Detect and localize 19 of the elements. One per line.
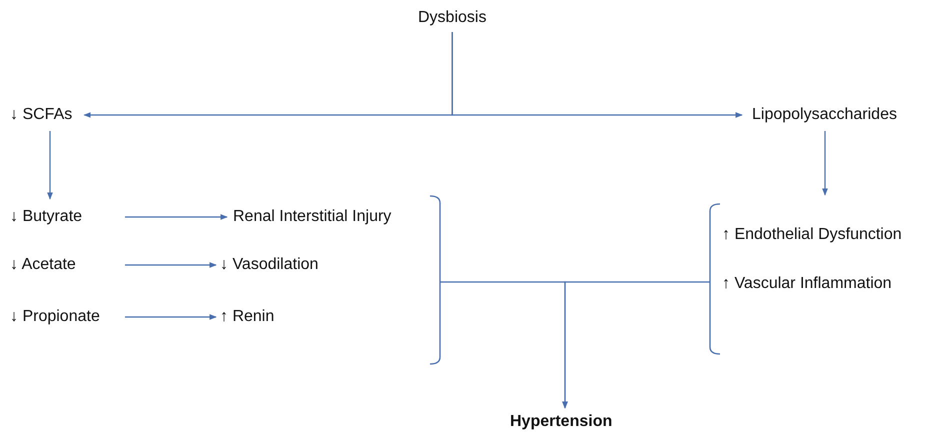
arrow [125,262,217,268]
node-label: ↓ Acetate [10,255,76,275]
node-label: Lipopolysaccharides [752,105,897,125]
node-label: ↓ Butyrate [10,207,82,227]
node-label: ↓ Vasodilation [220,255,318,275]
node-label: ↑ Vascular Inflammation [722,274,892,294]
node-label: ↓ Propionate [10,307,100,327]
arrow [47,131,53,200]
node-label: Hypertension [510,412,612,432]
arrow [125,314,217,320]
node-label: ↓ SCFAs [10,105,72,125]
node-label: Dysbiosis [418,8,486,28]
node-label: Renal Interstitial Injury [233,207,392,227]
arrow [562,281,710,409]
node-label: ↑ Renin [220,307,274,327]
arrow [822,131,828,196]
arrow [125,214,228,220]
node-label: ↑ Endothelial Dysfunction [722,225,902,245]
arrow [452,32,743,118]
